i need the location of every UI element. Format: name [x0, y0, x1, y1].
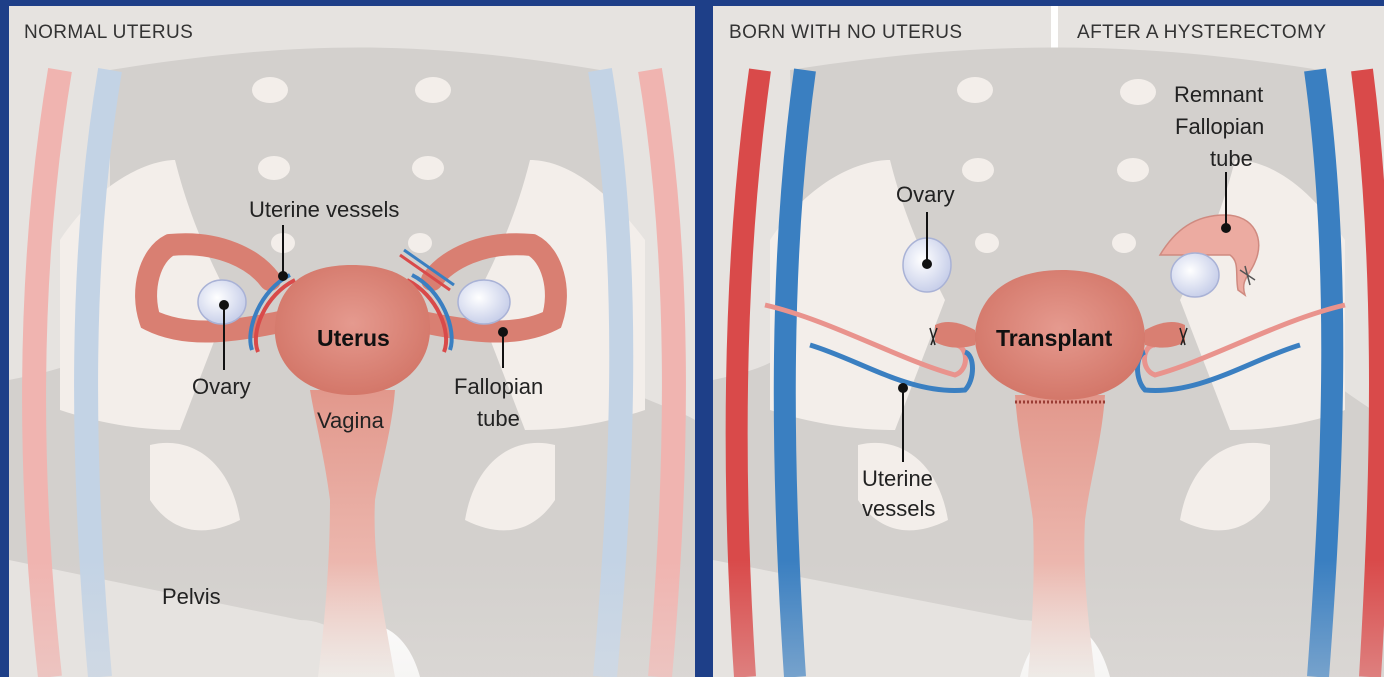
remaining-ovary — [1171, 253, 1219, 297]
fallopian-label-line2: tube — [477, 406, 520, 431]
pelvis-label: Pelvis — [162, 584, 221, 609]
born-with-no-uterus-header: BORN WITH NO UTERUS — [729, 22, 963, 43]
uterine-vessels-label: Uterine vessels — [249, 197, 399, 222]
bottom-fade — [9, 560, 695, 677]
uterus-label: Uterus — [317, 325, 390, 351]
ovary-label: Ovary — [192, 374, 251, 399]
right-bottom-fade — [713, 560, 1384, 677]
remnant-label-line1: Remnant — [1174, 82, 1263, 107]
vagina-label: Vagina — [317, 408, 385, 433]
right-ovary — [458, 280, 510, 324]
normal-uterus-header: NORMAL UTERUS — [24, 22, 193, 43]
right-uterine-label-line2: vessels — [862, 496, 935, 521]
right-ovary-label: Ovary — [896, 182, 955, 207]
after-hysterectomy-header: AFTER A HYSTERECTOMY — [1077, 22, 1326, 43]
remnant-label-line3: tube — [1210, 146, 1253, 171]
right-uterine-label-line1: Uterine — [862, 466, 933, 491]
transplant-label: Transplant — [996, 325, 1113, 351]
fallopian-label-line1: Fallopian — [454, 374, 543, 399]
remnant-label-line2: Fallopian — [1175, 114, 1264, 139]
